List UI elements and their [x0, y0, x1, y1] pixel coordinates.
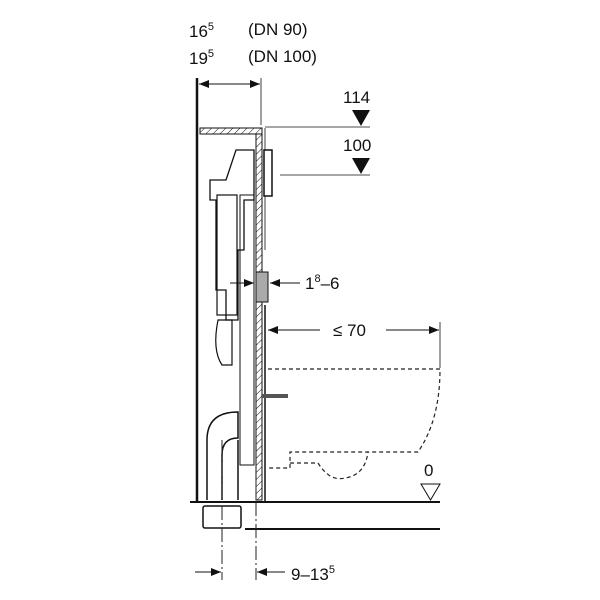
depth-dn100-label: 195	[189, 48, 214, 68]
bowl-projection-label: ≤ 70	[333, 321, 366, 340]
frame-panel	[255, 133, 263, 501]
height-actuator-marker	[352, 158, 370, 174]
depth-dn90-note: (DN 90)	[248, 20, 308, 39]
depth-dn90-label: 165	[189, 21, 214, 41]
toilet-bowl-outline	[268, 368, 441, 480]
floor-level-marker	[420, 483, 441, 501]
drain-pipe	[206, 411, 239, 500]
height-actuator-label: 100	[343, 136, 371, 155]
height-top-label: 114	[343, 88, 370, 107]
depth-dn100-note: (DN 100)	[248, 47, 317, 66]
height-top-marker	[352, 110, 370, 126]
drain-offset-label: 9–135	[291, 564, 335, 584]
wall-finish-label: 18–6	[305, 273, 340, 293]
floor-level-label: 0	[424, 461, 433, 480]
wall-finish-block	[255, 271, 269, 303]
actuator-plate	[263, 149, 273, 197]
frame-top	[199, 127, 263, 135]
